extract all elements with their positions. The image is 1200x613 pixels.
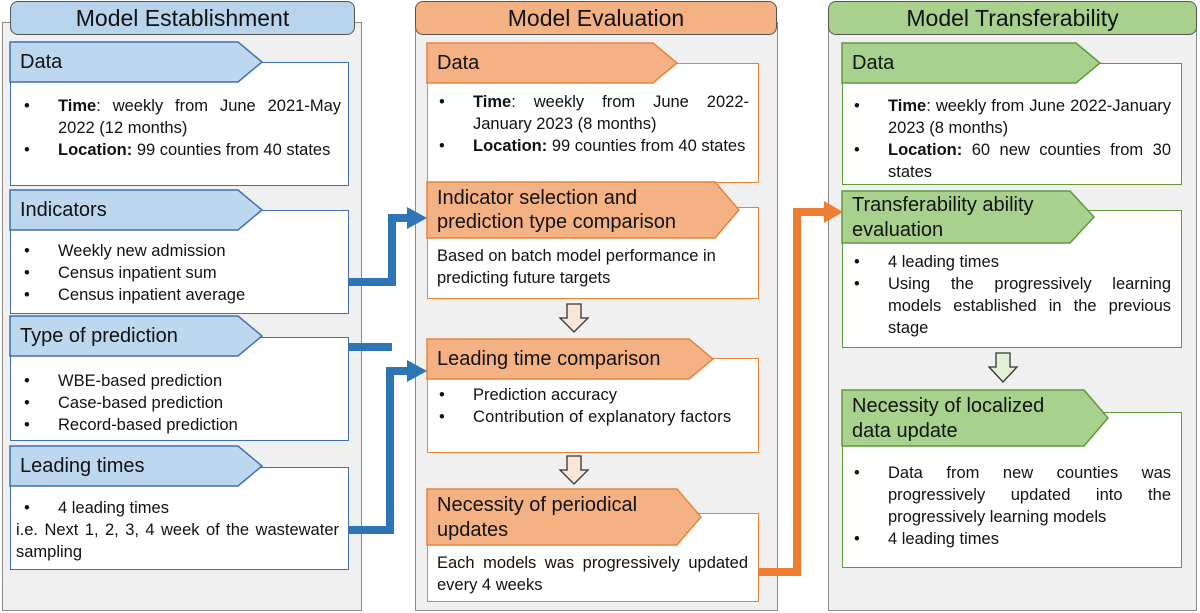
- list-item: 4 leading times: [846, 251, 1171, 273]
- establishment-prediction-label: Type of prediction: [20, 325, 178, 347]
- evaluation-header: Model Evaluation: [415, 1, 777, 35]
- down-arrow-icon: [987, 352, 1019, 383]
- establishment-leading-label: Leading times: [20, 455, 145, 477]
- establishment-time-item: Time: weekly from June 2021-May 2022 (12…: [16, 95, 341, 139]
- transferability-header: Model Transferability: [828, 1, 1197, 35]
- establishment-indicators-list: Weekly new admission Census inpatient su…: [16, 240, 336, 306]
- transferability-ability-label-line2: evaluation: [852, 219, 944, 241]
- transferability-localized-label-line1: Necessity of localized: [852, 395, 1045, 417]
- transferability-location-item: Location: 60 new counties from 30 states: [846, 139, 1171, 183]
- list-item: Contribution of explanatory factors: [431, 406, 749, 428]
- transferability-ability-list: 4 leading times Using the progressively …: [846, 251, 1171, 339]
- evaluation-indicator-label-line1: Indicator selection and: [437, 187, 638, 209]
- blue-arrowhead: [407, 360, 427, 382]
- orange-connector-arrow: [759, 208, 826, 576]
- orange-arrowhead: [824, 201, 843, 223]
- evaluation-data-text: Time: weekly from June 2022-January 2023…: [431, 91, 749, 157]
- evaluation-leading-list: Prediction accuracy Contribution of expl…: [431, 384, 749, 428]
- leading-times-note: i.e. Next 1, 2, 3, 4 week of the wastewa…: [16, 521, 339, 561]
- list-item: Census inpatient average: [16, 284, 336, 306]
- down-arrow-icon: [558, 455, 590, 485]
- list-item: Case-based prediction: [16, 392, 336, 414]
- evaluation-periodical-text: Each models was progressively updated ev…: [437, 554, 748, 594]
- establishment-location-item: Location: 99 counties from 40 states: [16, 139, 341, 161]
- blue-connector-arrow: [349, 214, 410, 286]
- list-item: Using the progressively learning models …: [846, 273, 1171, 339]
- establishment-indicators-label: Indicators: [20, 199, 107, 221]
- evaluation-leading-label: Leading time comparison: [437, 348, 661, 370]
- list-item: Census inpatient sum: [16, 262, 336, 284]
- evaluation-indicator-label-line2: prediction type comparison: [437, 211, 677, 233]
- establishment-leading-text: 4 leading times i.e. Next 1, 2, 3, 4 wee…: [16, 497, 339, 563]
- evaluation-periodical-label-line2: updates: [437, 519, 509, 541]
- evaluation-data-label: Data: [437, 52, 480, 74]
- list-item: Prediction accuracy: [431, 384, 749, 406]
- transferability-data-text: Time: weekly from June 2022-January 2023…: [846, 95, 1171, 183]
- transferability-time-item: Time: weekly from June 2022-January 2023…: [846, 95, 1171, 139]
- list-item: WBE-based prediction: [16, 370, 336, 392]
- transferability-data-label: Data: [852, 52, 895, 74]
- list-item: 4 leading times: [16, 497, 339, 519]
- establishment-data-text: Time: weekly from June 2021-May 2022 (12…: [16, 95, 341, 161]
- blue-arrowhead: [407, 207, 427, 229]
- transferability-localized-list: Data from new counties was progressively…: [846, 462, 1171, 550]
- establishment-header: Model Establishment: [10, 1, 355, 35]
- list-item: Data from new counties was progressively…: [846, 462, 1171, 528]
- evaluation-location-item: Location: 99 counties from 40 states: [431, 135, 749, 157]
- evaluation-periodical-label-line1: Necessity of periodical: [437, 494, 638, 516]
- evaluation-indicator-text: Based on batch model performance in pred…: [437, 247, 716, 287]
- establishment-data-label: Data: [20, 51, 63, 73]
- down-arrow-icon: [558, 303, 590, 333]
- establishment-prediction-list: WBE-based prediction Case-based predicti…: [16, 370, 336, 436]
- list-item: Record-based prediction: [16, 414, 336, 436]
- transferability-ability-label-line1: Transferability ability: [852, 194, 1034, 216]
- list-item: Weekly new admission: [16, 240, 336, 262]
- blue-connector-arrow: [349, 367, 410, 534]
- transferability-localized-label-line2: data update: [852, 420, 958, 442]
- list-item: 4 leading times: [846, 528, 1171, 550]
- evaluation-time-item: Time: weekly from June 2022-January 2023…: [431, 91, 749, 135]
